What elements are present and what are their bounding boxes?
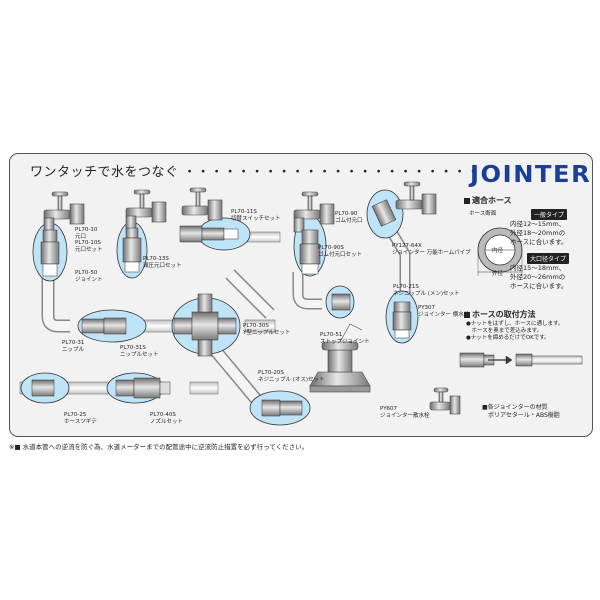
hose-diagram-caption: ホース断面 [469, 211, 497, 217]
connectors [31, 199, 412, 417]
attach-section-title: ホースの取付方法 [464, 309, 536, 320]
general-type-tag: 一般タイプ [531, 209, 568, 220]
large-type-tag: 大口径タイプ [527, 253, 570, 264]
outer-diameter-label: 外径 [492, 271, 504, 277]
faucet-1 [43, 191, 85, 233]
large-type-text: 内径15～18mm、 外径20～26mmの ホースに合います。 [510, 264, 568, 290]
faucet-2 [125, 189, 167, 231]
faucet-4 [293, 191, 335, 233]
brand-logo: JOINTER [470, 162, 592, 188]
attach-illustration [459, 352, 583, 368]
headline: ワンタッチで水をつなぐ ・・・・・・・・・・・・・・・・・・・・・・ [30, 165, 481, 180]
hose-cross-section [477, 227, 523, 276]
hose-section-title: 適合ホース [464, 195, 512, 206]
inner-diameter-label: 内径 [492, 248, 504, 254]
hose-lines [19, 226, 411, 409]
attach-steps: ●ナットをはずし、ホースに通します。 ホースを奥まで差込みます。 ●ナットを締め… [466, 321, 564, 341]
sprinkler [309, 323, 371, 393]
faucets [43, 181, 461, 415]
connection-diagram [19, 181, 583, 426]
footnote: ※■ 水道本管への逆流を防ぐ為、水道メーターまでの配管途中に逆流防止措置を必ず行… [9, 443, 309, 451]
material-note: ■各ジョインターの材質 ポリアセタール・ABS樹脂 [482, 404, 560, 419]
faucet-3 [181, 187, 223, 221]
general-type-text: 内径12～15mm、 外径18～20mmの ホースに合います。 [510, 220, 568, 246]
faucet-5 [395, 181, 437, 215]
faucet-6 [429, 387, 461, 415]
